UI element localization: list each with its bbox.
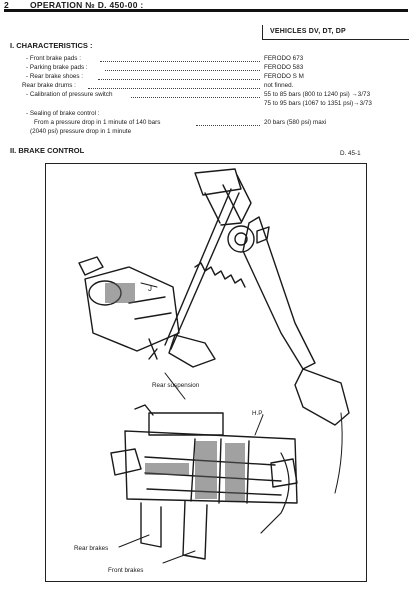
label-rear-brakes: Rear brakes	[74, 545, 109, 552]
top-bolt-shape	[134, 404, 154, 416]
pedal-arm-shape	[242, 216, 316, 370]
hatched-block-shape	[105, 283, 135, 303]
leader-dots	[100, 56, 260, 62]
hatched-block-shape	[145, 463, 189, 475]
bracket-top-shape	[194, 168, 242, 196]
label-rear-suspension: Rear suspension	[152, 382, 200, 389]
hatched-block-shape	[225, 443, 245, 501]
left-fitting-shape	[110, 448, 142, 476]
char-row-value: 55 to 85 bars (800 to 1240 psi) →3/73	[264, 91, 371, 98]
section-title-brake-control: II. BRAKE CONTROL	[10, 146, 85, 155]
leader-dots	[105, 65, 260, 71]
hp-block-top-shape	[148, 412, 224, 436]
label-hp: H.P.	[252, 410, 264, 417]
rear-pipe-shape	[260, 452, 290, 534]
section-lines	[190, 438, 250, 504]
brake-control-illustration	[78, 168, 350, 564]
char-row-label: From a pressure drop in 1 minute of 140 …	[34, 119, 161, 126]
spring-shape	[194, 262, 246, 288]
vehicles-label: VEHICLES DV, DT, DP	[270, 28, 346, 35]
header-rule	[4, 9, 408, 12]
char-row-value: FERODO 673	[264, 55, 304, 62]
rear-port-shape	[140, 502, 162, 548]
figure-frame	[45, 163, 367, 582]
leader-dots	[196, 120, 260, 126]
char-row-value: not finned.	[264, 82, 294, 89]
char-row-label: - Front brake pads :	[26, 55, 81, 62]
vehicles-box	[262, 25, 409, 40]
right-plug-shape	[270, 458, 298, 488]
distributor-body-shape	[124, 430, 298, 504]
linkage-rods	[204, 184, 242, 224]
operation-title: OPERATION № D. 450-00 :	[30, 0, 144, 10]
valve-body-shape	[84, 266, 180, 352]
pedal-leader-line	[334, 412, 343, 494]
front-brakes-leader-line	[162, 550, 196, 564]
label-j: J	[148, 284, 152, 293]
section-title-characteristics: I. CHARACTERISTICS :	[10, 41, 93, 50]
char-row-label: Rear brake drums :	[22, 82, 76, 89]
hatched-block-shape	[195, 441, 217, 499]
hp-leader-line	[254, 414, 264, 436]
page-number: 2	[4, 0, 9, 10]
front-port-shape	[182, 500, 208, 560]
char-row-value: FERODO 583	[264, 64, 304, 71]
j-leader-line	[140, 282, 158, 288]
char-row-label: - Calibration of pressure switch	[26, 91, 113, 98]
pivot-inner-shape	[234, 232, 248, 246]
figure-reference: D. 45-1	[340, 150, 361, 157]
leader-dots	[88, 83, 260, 89]
rear-suspension-leader-line	[164, 372, 186, 400]
char-row-label: - Rear brake shoes :	[26, 73, 84, 80]
char-row-value: FERODO S M	[264, 73, 304, 80]
leader-dots	[131, 92, 260, 98]
valve-fitting-shape	[78, 256, 104, 276]
leader-dots	[98, 74, 260, 80]
lower-bolt-shape	[148, 338, 158, 360]
lower-bracket-shape	[168, 334, 216, 368]
push-rod-shape	[164, 188, 240, 350]
char-row-value: 20 bars (580 psi) maxi	[264, 119, 327, 126]
pedal-pad-shape	[294, 368, 350, 426]
char-row-label: - Sealing of brake control :	[26, 110, 100, 117]
valve-body-lines	[128, 296, 172, 320]
rear-brakes-leader-line	[118, 534, 150, 548]
label-front-brakes: Front brakes	[108, 567, 144, 574]
bracket-side-shape	[220, 174, 252, 226]
char-row-label: (2040 psi) pressure drop in 1 minute	[30, 128, 132, 135]
char-row-value: 75 to 95 bars (1067 to 1351 psi)→3/73	[264, 100, 372, 107]
pivot-outer-shape	[227, 225, 255, 253]
char-row-label: - Parking brake pads :	[26, 64, 88, 71]
